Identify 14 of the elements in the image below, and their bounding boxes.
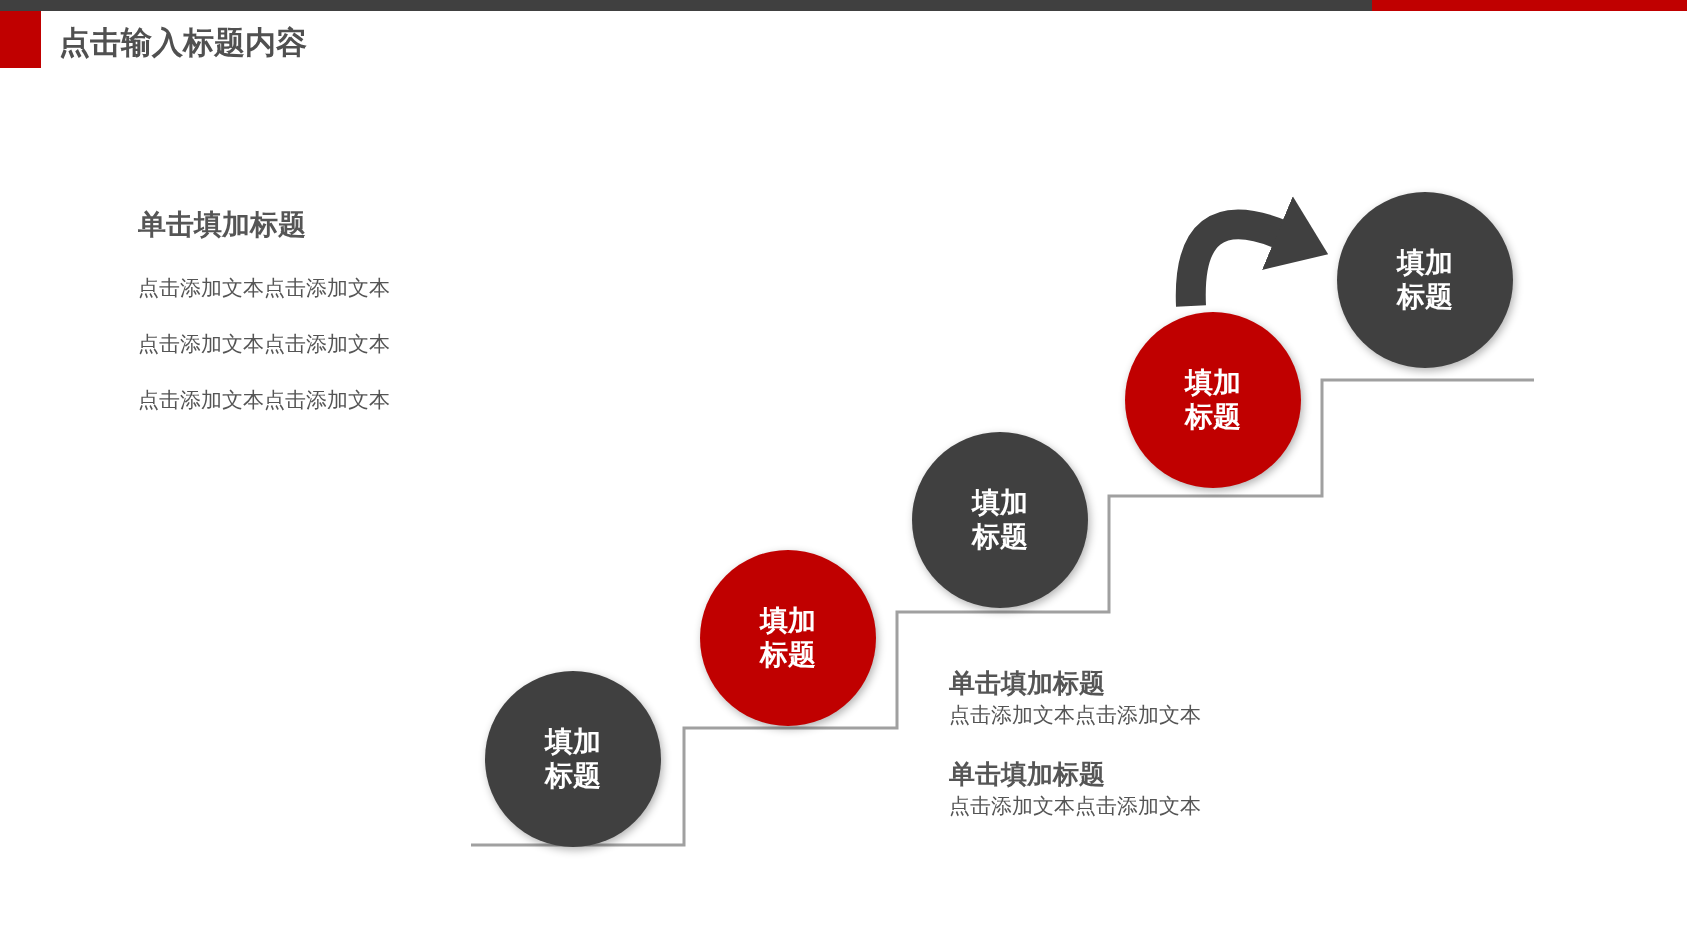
- circle-label: 填加标题: [758, 604, 817, 672]
- circle-label: 填加标题: [543, 725, 602, 793]
- body-text: 点击添加文本点击添加文本: [138, 275, 390, 302]
- circle-label: 填加标题: [1183, 366, 1242, 434]
- body-text: 点击添加文本点击添加文本: [138, 331, 390, 358]
- circle-label: 填加标题: [970, 486, 1029, 554]
- section-heading: 单击填加标题: [949, 758, 1105, 791]
- body-text: 点击添加文本点击添加文本: [949, 793, 1201, 820]
- slide-title: 点击输入标题内容: [59, 23, 307, 62]
- section-heading: 单击填加标题: [138, 207, 306, 243]
- body-text: 点击添加文本点击添加文本: [138, 387, 390, 414]
- body-text: 点击添加文本点击添加文本: [949, 702, 1201, 729]
- section-heading: 单击填加标题: [949, 667, 1105, 700]
- circle-label: 填加标题: [1395, 246, 1454, 314]
